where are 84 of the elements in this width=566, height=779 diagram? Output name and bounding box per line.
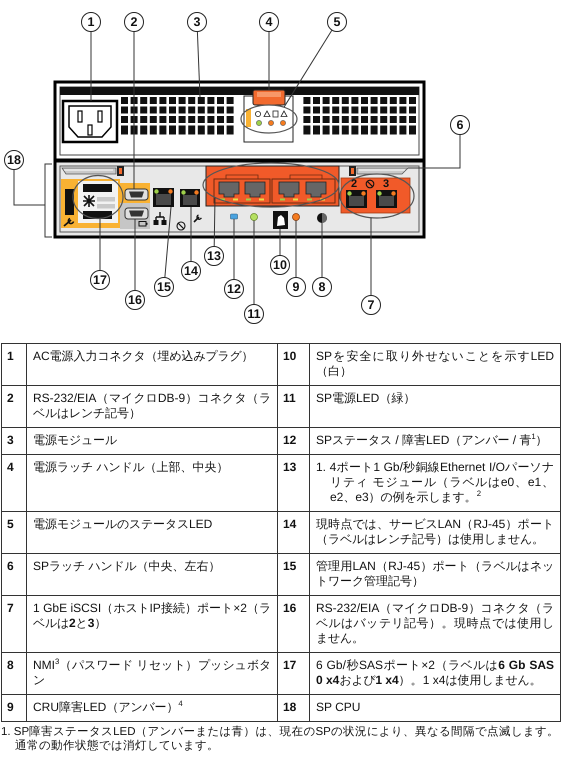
leader-line bbox=[370, 217, 372, 296]
callout-number: 10 bbox=[270, 255, 290, 275]
callout-number: 13 bbox=[204, 246, 224, 266]
table-cell: 12 bbox=[278, 428, 310, 454]
push-button bbox=[317, 213, 327, 223]
table-cell: 1 bbox=[2, 344, 26, 386]
table-cell: 7 bbox=[2, 596, 26, 652]
highlight-ring bbox=[339, 173, 415, 219]
highlight-ring bbox=[72, 174, 124, 220]
leader-line bbox=[134, 218, 136, 290]
latch-handle bbox=[252, 90, 286, 106]
table-cell: 電源モジュール bbox=[26, 428, 278, 454]
table-cell: 6 Gb/秒SASポート×2（ラベルは6 Gb SAS 0 x4および1 x4）。1 x4は使用しません。 bbox=[310, 652, 560, 694]
table-cell: 17 bbox=[278, 652, 310, 694]
callout-number: 9 bbox=[286, 277, 306, 297]
leader-line bbox=[268, 32, 270, 90]
leader-line bbox=[164, 206, 172, 278]
table-cell: 10 bbox=[278, 344, 310, 386]
table-cell: 4 bbox=[2, 454, 26, 512]
table-cell: 2 bbox=[2, 386, 26, 428]
callout-number: 14 bbox=[181, 261, 201, 281]
table-cell: 電源ラッチ ハンドル（上部、中央） bbox=[26, 454, 278, 512]
status-led bbox=[250, 213, 258, 221]
sp-latch-handle bbox=[349, 166, 409, 176]
callout-number: 7 bbox=[361, 295, 381, 315]
table-cell: 14 bbox=[278, 512, 310, 554]
callout-number: 5 bbox=[327, 12, 347, 32]
leader-line bbox=[196, 32, 200, 98]
status-led bbox=[292, 213, 300, 221]
rj45-port bbox=[153, 188, 174, 207]
table-cell: 9 bbox=[2, 694, 26, 722]
table-cell: SP電源LED（緑） bbox=[310, 386, 560, 428]
table-cell: SPラッチ ハンドル（中央、左右） bbox=[26, 554, 278, 596]
table-cell: CRU障害LED（アンバー）$^{4}$ bbox=[26, 694, 278, 722]
callout-number: 8 bbox=[312, 277, 332, 297]
callout-number: 15 bbox=[154, 277, 174, 297]
serial-port bbox=[124, 208, 148, 220]
footnote: 1. SP障害ステータスLED（アンバーまたは青）は、現在のSPの状況により、異なる間隔で点滅します。通常の動作状態では消灯しています。 bbox=[1, 725, 560, 753]
table-cell: 3 bbox=[2, 428, 26, 454]
bracket bbox=[44, 164, 52, 238]
leader-line bbox=[408, 134, 460, 168]
table-cell: 6 bbox=[2, 554, 26, 596]
callout-number: 11 bbox=[244, 304, 264, 324]
callout-number: 4 bbox=[259, 12, 279, 32]
table-cell: 16 bbox=[278, 596, 310, 652]
leader-line bbox=[284, 30, 332, 108]
table-cell: RS-232/EIA（マイクロDB-9）コネクタ（ラベルはレンチ記号） bbox=[26, 386, 278, 428]
vent-grille bbox=[121, 97, 416, 134]
leader-line bbox=[214, 197, 216, 246]
table-cell: 管理用LAN（RJ-45）ポート（ラベルはネットワーク管理記号） bbox=[310, 554, 560, 596]
port-label: 3 bbox=[382, 178, 390, 190]
callout-number: 1 bbox=[81, 12, 101, 32]
callout-number: 16 bbox=[125, 290, 145, 310]
table-cell: RS-232/EIA（マイクロDB-9）コネクタ（ラベルはバッテリ記号）。現時点では使用しません。 bbox=[310, 596, 560, 652]
table-cell: 1. 4ポート1 Gb/秒銅線Ethernet I/Oパーソナリティ モジュール（ラベルはe0、e1、e2、e3）の例を示します。$^{2}$ bbox=[310, 454, 560, 512]
hand-symbol-indicator bbox=[273, 211, 288, 229]
table-cell: 電源モジュールのステータスLED bbox=[26, 512, 278, 554]
table-cell: 15 bbox=[278, 554, 310, 596]
leader-line bbox=[90, 32, 92, 102]
table-cell: 現時点では、サービスLAN（RJ-45）ポート（ラベルはレンチ記号）は使用しません。 bbox=[310, 512, 560, 554]
callout-number: 2 bbox=[124, 12, 144, 32]
rj45-port bbox=[180, 189, 200, 207]
callout-number: 6 bbox=[450, 115, 470, 135]
serial-port bbox=[124, 188, 148, 200]
table-cell: SP CPU bbox=[310, 694, 560, 722]
leader-line bbox=[14, 170, 46, 206]
table-cell: 5 bbox=[2, 512, 26, 554]
table-cell: SPを安全に取り外せないことを示すLED（白） bbox=[310, 344, 560, 386]
table-cell: 13 bbox=[278, 454, 310, 512]
ac-power-inlet bbox=[62, 100, 118, 144]
callout-number: 3 bbox=[187, 12, 207, 32]
port-label: 2 bbox=[350, 178, 358, 190]
table-cell: AC電源入力コネクタ（埋め込みプラグ） bbox=[26, 344, 278, 386]
status-led bbox=[230, 214, 238, 220]
table-cell: 1 GbE iSCSI（ホストIP接続）ポート×2（ラベルは2と3） bbox=[26, 596, 278, 652]
callout-number: 18 bbox=[4, 150, 24, 170]
table-cell: 8 bbox=[2, 652, 26, 694]
table-cell: SPステータス / 障害LED（アンバー / 青$^{1}$） bbox=[310, 428, 560, 454]
leader-line bbox=[190, 206, 192, 262]
callout-number: 12 bbox=[224, 279, 244, 299]
table-cell: NMI$^{3}$（パスワード リセット）プッシュボタン bbox=[26, 652, 278, 694]
callout-number: 17 bbox=[90, 270, 110, 290]
table-cell: 11 bbox=[278, 386, 310, 428]
table-cell: 18 bbox=[278, 694, 310, 722]
